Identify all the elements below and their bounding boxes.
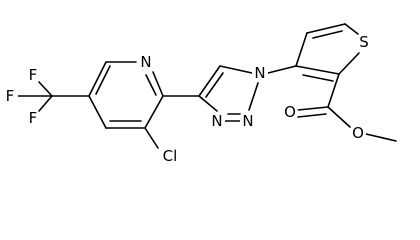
atom-sulfur-thiophene: S: [359, 33, 369, 51]
bond-th-c4-c5-inner: [312, 30, 343, 39]
bond-c-o-double-b: [297, 113, 327, 118]
structure-canvas: F F F N Cl N N N S O O: [2, 23, 397, 167]
atom-nitrogen-triazole-1: N: [254, 64, 265, 82]
atom-fluorine-top: F: [29, 66, 38, 84]
bond-py-c5-c6: [88, 61, 107, 97]
bond-o-methyl: [365, 133, 397, 142]
bond-th-c5-s: [344, 23, 359, 35]
atom-nitrogen-triazole-3: N: [211, 112, 222, 130]
atom-nitrogen-pyridine: N: [140, 53, 151, 71]
bond-th-c4-c5: [306, 23, 346, 34]
bond-tz-n3-c4: [198, 95, 218, 112]
bond-th-s-c2: [338, 52, 360, 75]
bond-c2-carbonyl-c: [327, 73, 340, 108]
bonds: [17, 23, 397, 149]
bond-py-c4-c5: [88, 95, 107, 129]
bond-c-o-double-a: [297, 106, 329, 111]
atom-chlorine: Cl: [163, 147, 178, 165]
molecule-diagram: F F F N Cl N N N S O O: [2, 23, 397, 167]
bond-py-n-c2: [152, 71, 164, 97]
bond-tz-c5-n1: [219, 65, 253, 74]
bond-cf3-f-bottom: [38, 95, 53, 112]
bond-tz-c4-c5: [198, 65, 221, 97]
bond-py-c5-c6-inner: [95, 65, 111, 95]
bond-c3-cl: [144, 127, 159, 149]
bond-th-c3-c4: [295, 32, 308, 67]
bond-th-c2-c3: [295, 65, 340, 75]
bond-cf3-f-top: [38, 81, 53, 97]
atom-labels: F F F N Cl N N N S O O: [6, 33, 369, 165]
bond-py-c2-c3: [144, 95, 164, 129]
bond-th-c2-c3-inner: [302, 74, 334, 82]
bond-triazole-thiophene: [267, 65, 297, 74]
atom-fluorine-left: F: [6, 87, 15, 105]
bond-py-n-c2-inner: [145, 74, 157, 96]
atom-nitrogen-triazole-2: N: [242, 112, 253, 130]
atom-oxygen-ester: O: [352, 124, 364, 142]
atom-oxygen-carbonyl: O: [284, 103, 296, 121]
bond-tz-c4-c5-inner: [205, 72, 224, 98]
atom-fluorine-bottom: F: [29, 109, 38, 127]
label-halos: [2, 34, 372, 167]
bond-tz-n1-n2: [248, 82, 259, 111]
bond-c-o-single: [327, 106, 351, 128]
